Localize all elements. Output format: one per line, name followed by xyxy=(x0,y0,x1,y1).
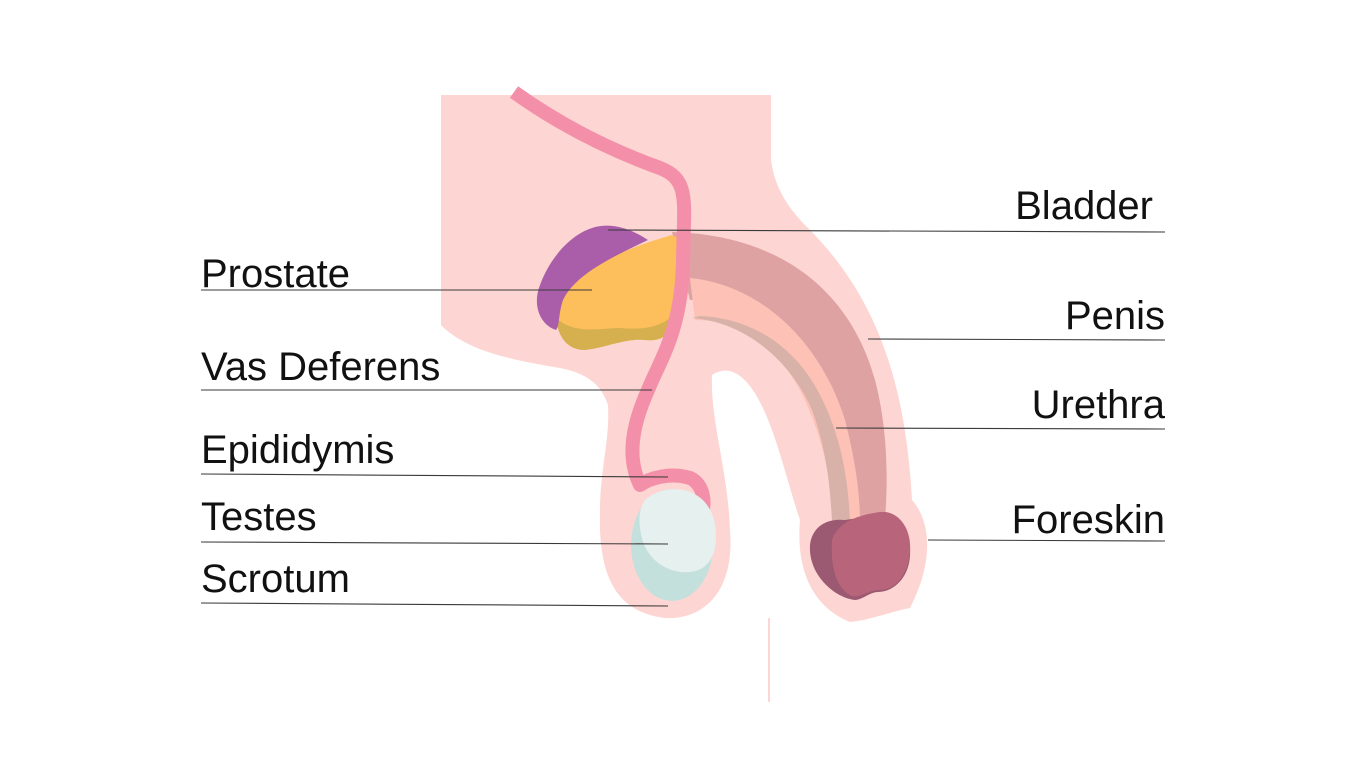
leader-line-testes xyxy=(201,542,668,544)
label-urethra: Urethra xyxy=(1032,383,1166,427)
leader-line-epididymis xyxy=(201,474,668,477)
label-testes: Testes xyxy=(201,495,317,539)
label-scrotum: Scrotum xyxy=(201,557,350,601)
label-penis: Penis xyxy=(1065,294,1165,338)
label-prostate: Prostate xyxy=(201,252,350,296)
leader-line-scrotum xyxy=(201,603,668,606)
leader-line-penis xyxy=(868,339,1165,340)
label-vas-deferens: Vas Deferens xyxy=(201,345,440,389)
label-epididymis: Epididymis xyxy=(201,428,394,472)
label-bladder: Bladder xyxy=(1015,184,1153,228)
label-foreskin: Foreskin xyxy=(1012,498,1165,542)
